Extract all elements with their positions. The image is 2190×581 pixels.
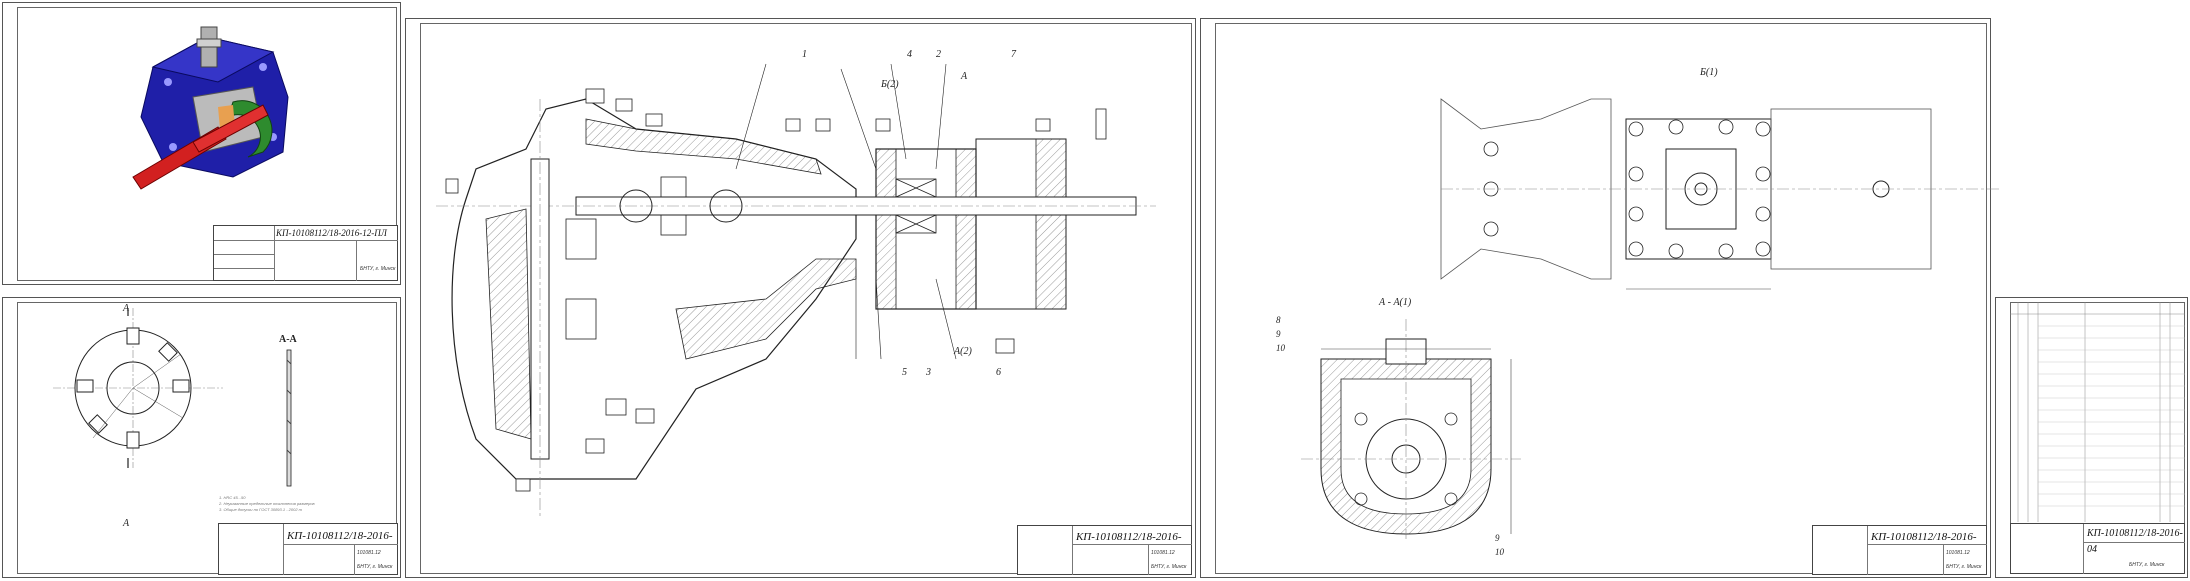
view-label-b1: Б(1) xyxy=(1700,67,1718,78)
position-label-6: 6 xyxy=(996,367,1001,378)
housing-left-outline xyxy=(1440,98,1612,280)
title-block: КП-10108112/18-2016- 101081.12 БНТУ, г. … xyxy=(1812,525,1987,575)
position-label-9b: 9 xyxy=(1495,533,1500,543)
position-label-4: 4 xyxy=(907,49,912,60)
drawing-code: КП-10108112/18-2016- xyxy=(287,530,393,542)
spec-table xyxy=(2010,302,2185,522)
group-label: 101081.12 xyxy=(1946,550,1970,556)
title-block: КП-10108112/18-2016- 101081.12 БНТУ, г. … xyxy=(218,523,398,575)
view-b-drawing xyxy=(1440,98,2001,290)
sheet-assembly: 1 4 2 7 5 3 6 Б(2) А А(2) КП-10108112/18… xyxy=(405,18,1196,578)
section-label-aa1: А - А(1) xyxy=(1379,297,1412,308)
title-block: КП-10108112/18-2016- 04 БНТУ, г. Минск xyxy=(2010,523,2185,574)
washer-front-view xyxy=(53,308,223,468)
org-label: БНТУ, г. Минск xyxy=(1151,564,1187,570)
view-label-a: А xyxy=(961,71,968,82)
assembly-section-drawing xyxy=(436,63,1156,519)
sheet-frame xyxy=(1215,23,1987,574)
position-label-2: 2 xyxy=(936,49,941,60)
group-label: 101081.12 xyxy=(1151,550,1175,556)
title-block: КП-10108112/18-2016-12-ПЛ БНТУ, г. Минск xyxy=(213,225,398,281)
drawing-code: КП-10108112/18-2016-12-ПЛ xyxy=(276,228,387,238)
section-a-a-drawing xyxy=(1301,319,1521,539)
drawing-code: КП-10108112/18-2016- xyxy=(1871,531,1977,543)
org-label: БНТУ, г. Минск xyxy=(360,266,396,272)
sheet-part-drawing: А А А-А 1. HRC 45...50 2. Неуказанные пр… xyxy=(2,297,401,578)
position-label-1: 1 xyxy=(802,49,807,60)
section-label: А-А xyxy=(279,334,297,345)
gearbox-3d-render xyxy=(132,26,289,190)
group-label: 101081.12 xyxy=(357,550,381,556)
drawing-code: КП-10108112/18-2016- xyxy=(1076,531,1182,543)
org-label: БНТУ, г. Минск xyxy=(2129,562,2165,568)
position-label-5: 5 xyxy=(902,367,907,378)
sheet-frame xyxy=(17,7,397,281)
drawing-code: КП-10108112/18-2016- xyxy=(2087,528,2183,539)
position-label-10: 10 xyxy=(1276,343,1285,353)
cut-letter-top: А xyxy=(123,303,130,314)
sheet-specification: КП-10108112/18-2016- 04 БНТУ, г. Минск xyxy=(1995,297,2188,578)
sheet-views: Б(1) А - А(1) xyxy=(1200,18,2001,578)
sheet-3d-model: КП-10108112/18-2016-12-ПЛ БНТУ, г. Минск xyxy=(2,2,401,285)
technical-notes: 1. HRC 45...50 2. Неуказанные предельные… xyxy=(219,495,315,512)
org-label: БНТУ, г. Минск xyxy=(357,564,393,570)
sheet-frame xyxy=(17,302,397,574)
position-label-9: 9 xyxy=(1276,329,1281,339)
view-label-b2: Б(2) xyxy=(881,79,899,90)
view-label-a2: А(2) xyxy=(954,346,972,357)
org-label: БНТУ, г. Минск xyxy=(1946,564,1982,570)
position-label-7: 7 xyxy=(1011,49,1016,60)
position-label-8: 8 xyxy=(1276,315,1281,325)
sheet-number: 04 xyxy=(2087,544,2097,555)
technical-notes xyxy=(1011,399,1181,469)
position-label-10b: 10 xyxy=(1495,547,1504,557)
cut-letter-bottom: А xyxy=(123,518,130,529)
sheet-frame xyxy=(420,23,1192,574)
title-block: КП-10108112/18-2016- 101081.12 БНТУ, г. … xyxy=(1017,525,1192,575)
position-label-3: 3 xyxy=(926,367,931,378)
washer-section-view xyxy=(286,349,292,487)
